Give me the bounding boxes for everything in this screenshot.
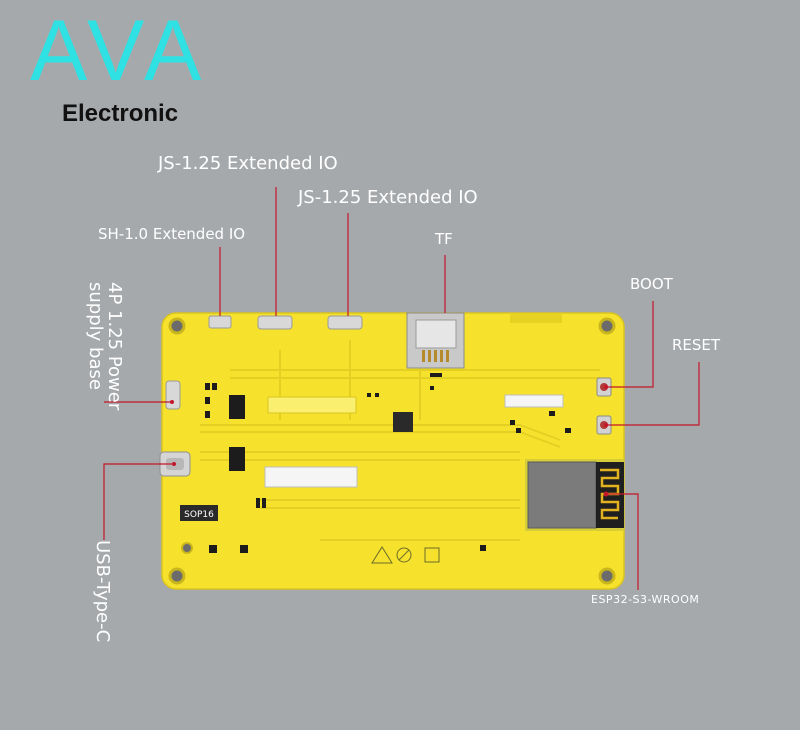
smd-components <box>205 373 571 553</box>
sop16-chip <box>180 505 218 521</box>
leader-lines <box>103 187 700 590</box>
pcb-traces <box>200 340 600 541</box>
label-reset: RESET <box>672 336 721 354</box>
label-usb-type-c: USB-Type-C <box>92 540 113 643</box>
sop16-label: SOP16 <box>184 510 214 520</box>
fpc-connector-pad <box>267 396 357 414</box>
label-power-base: 4P 1.25 Power supply base <box>85 282 125 411</box>
sh10-connector <box>208 315 232 329</box>
label-js125-io-a: JS-1.25 Extended IO <box>158 153 338 174</box>
label-power-line1: 4P 1.25 Power <box>104 282 125 411</box>
label-js125-io-b: JS-1.25 Extended IO <box>298 187 478 208</box>
label-power-line2: supply base <box>85 282 106 390</box>
label-esp32: ESP32-S3-WROOM <box>591 593 700 606</box>
fpc-connector-small <box>504 394 564 408</box>
power-connector <box>165 380 181 410</box>
mounting-holes <box>168 317 616 585</box>
js125-connector-b <box>327 315 363 330</box>
qfn-chip <box>393 412 413 432</box>
js125-connector-a <box>257 315 293 330</box>
silkscreen-symbols <box>371 546 440 564</box>
label-sh10-io: SH-1.0 Extended IO <box>98 225 246 243</box>
brand-logo: AVA <box>30 3 208 99</box>
board-notch <box>510 313 562 323</box>
label-boot: BOOT <box>630 275 673 293</box>
esp32-module <box>525 459 624 531</box>
fpc-connector-display <box>264 466 358 488</box>
label-tf: TF <box>435 230 453 248</box>
brand-subtitle: Electronic <box>62 100 179 127</box>
